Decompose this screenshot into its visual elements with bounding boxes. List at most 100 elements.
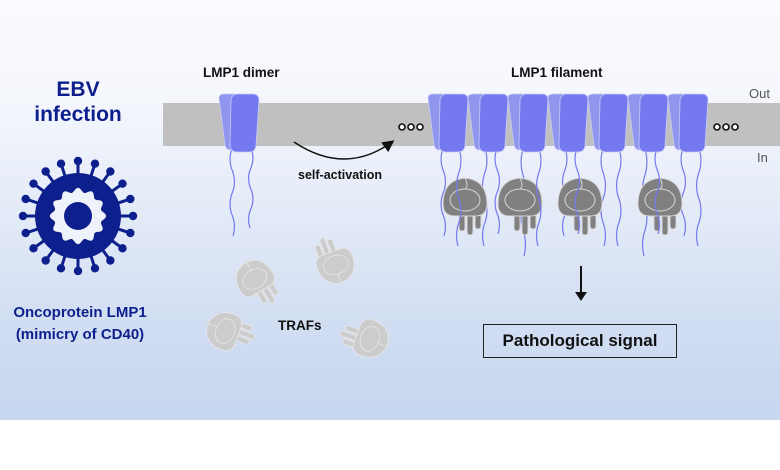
traf-body [442, 177, 488, 217]
pathological-signal-label: Pathological signal [502, 331, 658, 350]
lmp1-filament-dimer [627, 93, 669, 153]
lmp1-filament-tail [440, 145, 447, 237]
virus-spike-tip [21, 228, 30, 238]
traf-body [637, 177, 683, 217]
membrane-ellipsis-right [713, 123, 739, 131]
ellipsis-dot [713, 123, 721, 131]
lmp1-dimer-tail [247, 145, 254, 229]
virus-spike-tip [21, 194, 30, 204]
virus-spike-tip [90, 264, 100, 273]
lmp1-filament-dimer [587, 93, 629, 153]
traf-bound [637, 177, 683, 236]
traf-bound [442, 177, 488, 236]
lmp1-filament-dimer [547, 93, 589, 153]
ebv-title-line1: EBV [56, 78, 100, 101]
lmp1-subunit-front [558, 93, 589, 153]
virus-spike-tip [90, 159, 100, 168]
virus-spike-tip [126, 194, 135, 204]
traf-bound [557, 177, 603, 236]
traf-inner [323, 254, 349, 276]
traf-legs [458, 213, 482, 236]
lmp1-subunit-front [438, 93, 469, 153]
traf-seam [579, 177, 583, 190]
filament-label: LMP1 filament [511, 65, 603, 80]
virus-icon [18, 156, 138, 276]
traf-body [206, 312, 243, 352]
traf-seam [378, 341, 388, 346]
in-label: In [757, 150, 768, 165]
lmp1-filament-tail [600, 145, 607, 247]
lmp1-filament-tail [615, 145, 622, 247]
signal-arrowhead [575, 292, 587, 301]
traf-bound [497, 177, 543, 236]
lmp1-filament-tail [695, 145, 702, 247]
ellipsis-dot [407, 123, 415, 131]
traf-seam [245, 262, 251, 272]
ebv-title: EBV infection [28, 77, 128, 127]
virus-spike-tip [18, 211, 28, 221]
traf-legs [653, 213, 677, 236]
virus-spike-tip [73, 156, 83, 166]
virus-spike-tip [73, 266, 83, 276]
traf-free [235, 259, 279, 304]
traf-seam [337, 273, 343, 283]
lmp1-filament-dimer [467, 93, 509, 153]
virus-spike-tip [126, 228, 135, 238]
virus-spike-tip [118, 179, 127, 188]
traf-legs [573, 213, 597, 236]
traf-legs [234, 321, 256, 345]
lmp1-caption: Oncoprotein LMP1 (mimicry of CD40) [0, 302, 160, 346]
lmp1-subunit-front [638, 93, 669, 153]
lmp1-dimer [218, 93, 260, 153]
traf-legs [314, 237, 338, 259]
traf-legs [513, 213, 537, 236]
lmp1-filament-tail [680, 145, 687, 237]
traf-free [339, 318, 389, 358]
lmp1-filament-dimer [667, 93, 709, 153]
virus-spike-tip [29, 244, 38, 253]
virus-spike-tip [106, 167, 115, 176]
lmp1-filament-tail [654, 145, 661, 235]
virus-spike-tip [56, 159, 66, 168]
self-activation-arrow [293, 140, 395, 160]
lmp1-filament-tail [574, 145, 581, 235]
lmp1-filament-dimer [427, 93, 469, 153]
traf-seam [207, 324, 217, 329]
lmp1-filament-tail [494, 145, 501, 235]
self-activation-label: self-activation [298, 168, 383, 182]
lmp1-subunit-front [229, 93, 260, 153]
pathological-signal-box: Pathological signal [483, 324, 677, 358]
traf-seam [464, 177, 468, 190]
virus-spike-tip [29, 179, 38, 188]
lmp1-dimer-tail [229, 145, 236, 237]
lmp1-subunit-front [478, 93, 509, 153]
traf-legs [339, 325, 361, 349]
traf-free [314, 237, 355, 284]
ellipsis-dot [731, 123, 739, 131]
virus-spike-tip [41, 256, 50, 265]
lmp1-caption-line2: (mimicry of CD40) [15, 326, 145, 343]
virus-core [64, 202, 92, 230]
traf-seam [659, 177, 663, 190]
traf-free [206, 312, 256, 352]
lmp1-filament-tail [455, 145, 462, 247]
virus-spike-tip [128, 211, 138, 221]
trafs-label: TRAFs [278, 318, 322, 333]
virus-spike-tip [56, 264, 66, 273]
dimer-label: LMP1 dimer [203, 65, 280, 80]
out-label: Out [749, 86, 770, 101]
lmp1-filament-dimer [507, 93, 549, 153]
lmp1-caption-line1: Oncoprotein LMP1 [13, 304, 147, 321]
virus-spike-tip [41, 167, 50, 176]
virus-spike-tip [118, 244, 127, 253]
traf-body [497, 177, 543, 217]
traf-seam [519, 177, 523, 190]
membrane-ellipsis-left [398, 123, 424, 131]
traf-legs [255, 281, 279, 304]
ellipsis-dot [416, 123, 424, 131]
ellipsis-dot [722, 123, 730, 131]
ellipsis-dot [398, 123, 406, 131]
lmp1-subunit-front [518, 93, 549, 153]
lmp1-filament-tail [535, 145, 542, 247]
